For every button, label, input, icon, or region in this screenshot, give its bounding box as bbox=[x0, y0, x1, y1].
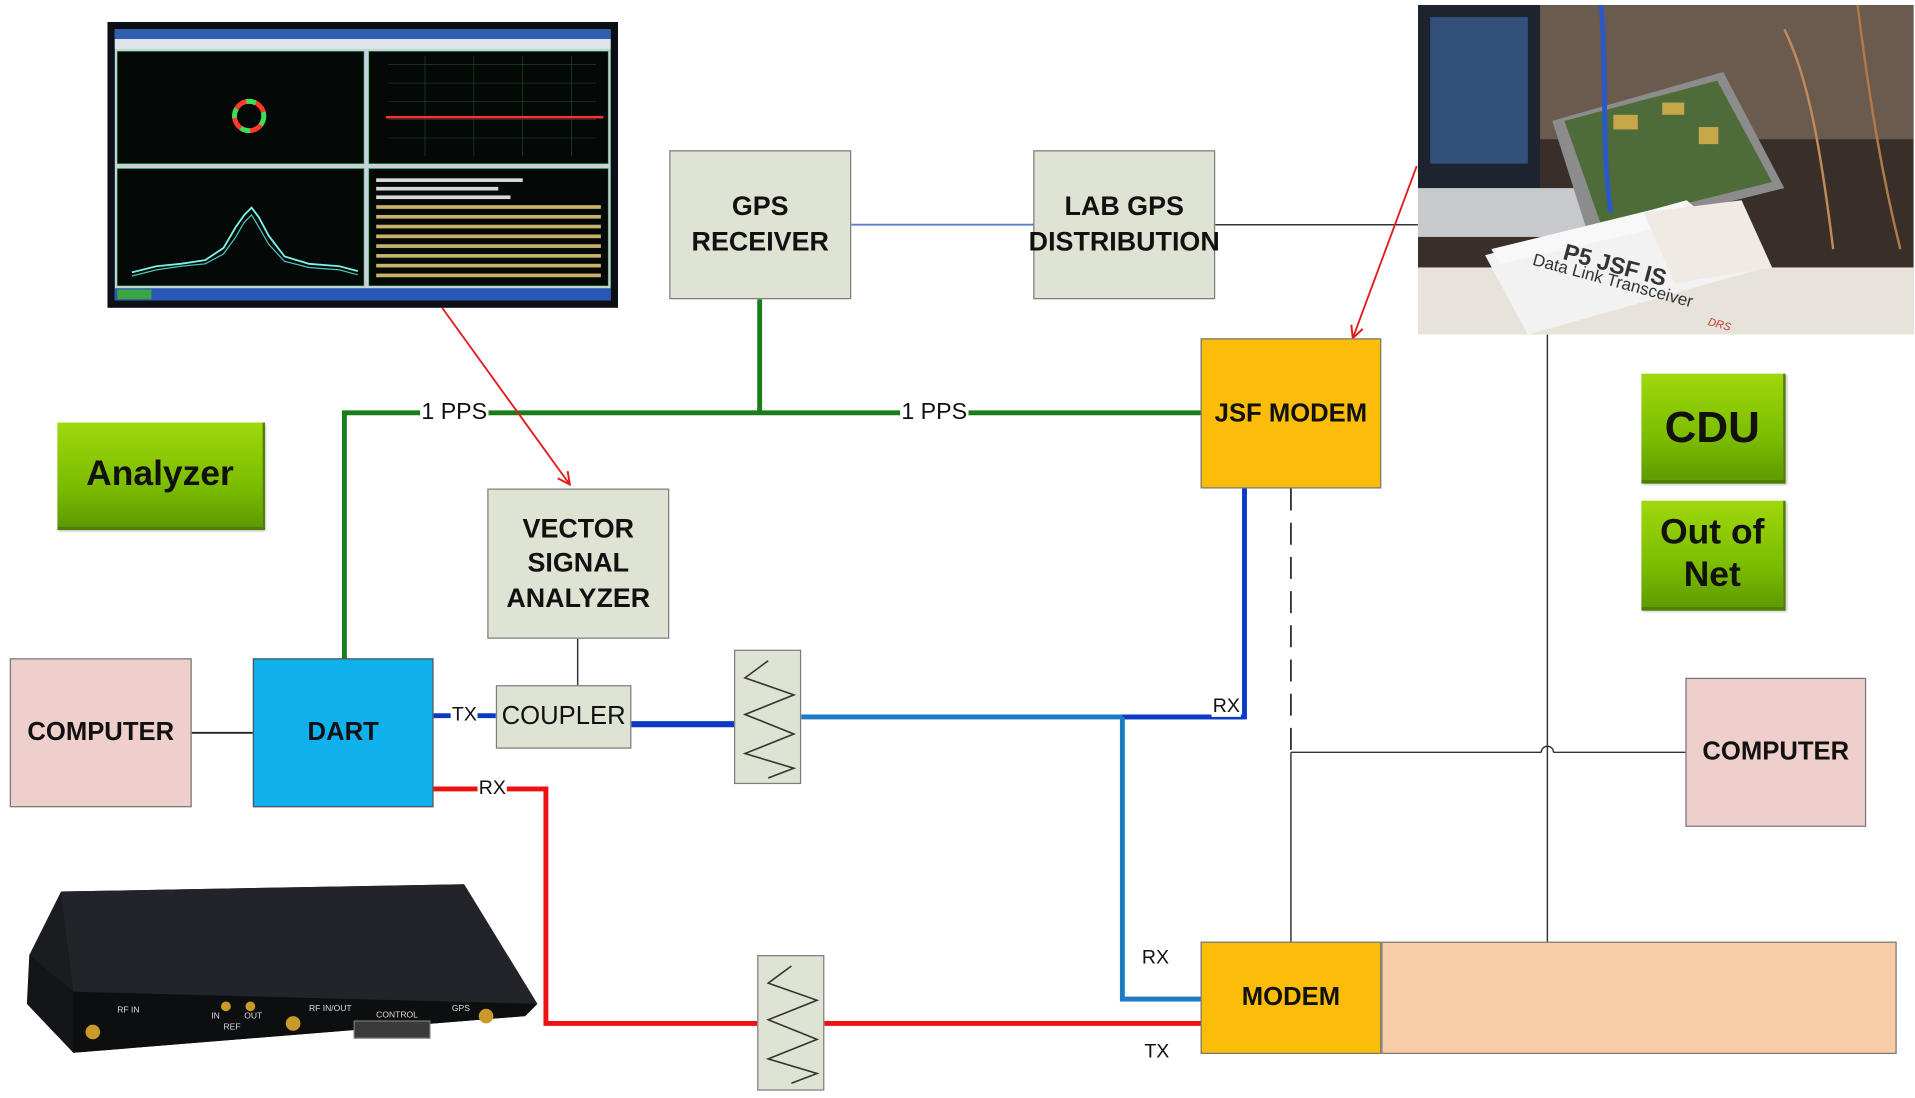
dart-panel-gps: GPS bbox=[452, 1003, 470, 1013]
jsf-modem-block: JSF MODEM bbox=[1201, 338, 1382, 488]
modem-block: MODEM bbox=[1201, 942, 1382, 1054]
attenuator-lower bbox=[757, 955, 824, 1091]
dart-panel-out: OUT bbox=[244, 1011, 263, 1021]
jsf-rx-label: RX bbox=[1212, 697, 1242, 717]
gps-receiver-block: GPS RECEIVER bbox=[669, 150, 851, 299]
analyzer-screen-illustration bbox=[107, 22, 618, 308]
attenuator-upper-zigzag bbox=[735, 651, 802, 785]
modem-rx-label: RX bbox=[1141, 949, 1171, 969]
lab-gps-distribution-block: LAB GPS DISTRIBUTION bbox=[1033, 150, 1215, 299]
dart-rx-label: RX bbox=[478, 779, 508, 799]
jsf-modem-rx-line bbox=[1122, 489, 1244, 717]
modem-tx-label: TX bbox=[1143, 1043, 1170, 1063]
vector-signal-analyzer-block: VECTOR SIGNAL ANALYZER bbox=[487, 489, 669, 639]
attenuator-upper bbox=[734, 650, 801, 784]
dart-panel-in: IN bbox=[211, 1011, 220, 1021]
analyzer-screen-photo bbox=[107, 22, 618, 308]
analyzer-pointer-arrow bbox=[442, 308, 569, 484]
transceiver-pointer-arrow bbox=[1353, 166, 1417, 337]
transceiver-illustration: P5 JSF IS Data Link Transceiver DRS bbox=[1418, 5, 1914, 335]
dart-panel-rf-in: RF IN bbox=[117, 1004, 139, 1014]
dart-hardware-illustration: RF IN IN OUT REF RF IN/OUT CONTROL GPS bbox=[24, 882, 537, 1065]
attenuator-lower-zigzag bbox=[758, 956, 825, 1092]
out-of-net-tag: Out of Net bbox=[1641, 501, 1785, 611]
coupler-block: COUPLER bbox=[496, 685, 632, 749]
dart-panel-rf-inout: RF IN/OUT bbox=[309, 1003, 352, 1013]
dart-block: DART bbox=[253, 658, 434, 807]
cdu-tag: CDU bbox=[1641, 374, 1785, 484]
dart-tx-label: TX bbox=[451, 706, 478, 726]
dart-panel-control: CONTROL bbox=[376, 1009, 418, 1019]
dart-panel-ref: REF bbox=[223, 1022, 240, 1032]
pps-label-left: 1 PPS bbox=[420, 401, 488, 424]
analyzer-tag: Analyzer bbox=[57, 423, 265, 530]
transceiver-photo: P5 JSF IS Data Link Transceiver DRS bbox=[1418, 5, 1914, 335]
computer-right-block: COMPUTER bbox=[1685, 678, 1866, 827]
pps-label-right: 1 PPS bbox=[900, 401, 968, 424]
dart-hardware-photo: RF IN IN OUT REF RF IN/OUT CONTROL GPS bbox=[24, 882, 537, 1065]
pps-bus-line bbox=[344, 413, 1200, 660]
computer-left-block: COMPUTER bbox=[10, 658, 192, 807]
modem-expansion-block bbox=[1381, 942, 1896, 1054]
